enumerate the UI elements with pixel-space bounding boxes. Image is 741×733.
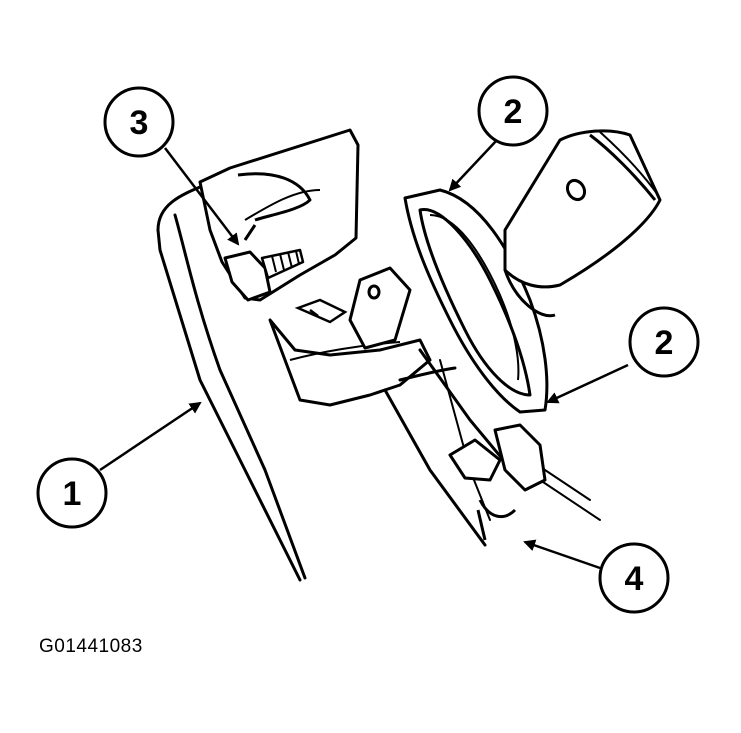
connector-tab xyxy=(294,298,348,324)
wiring-connector xyxy=(448,423,547,541)
svg-text:3: 3 xyxy=(130,104,149,142)
lower-housing xyxy=(268,266,432,407)
svg-text:4: 4 xyxy=(625,560,644,598)
ignition-key xyxy=(503,129,662,318)
figure-id: G01441083 xyxy=(39,636,143,657)
svg-text:2: 2 xyxy=(504,93,523,131)
leader-arrow-2b xyxy=(546,363,629,404)
callout-2-lower: 2 xyxy=(628,306,700,378)
callout-1: 1 xyxy=(36,457,108,529)
trim-panel xyxy=(156,183,307,582)
leader-arrow-3 xyxy=(164,147,240,246)
mounting-bracket xyxy=(198,128,360,302)
screw xyxy=(223,248,305,302)
svg-text:1: 1 xyxy=(63,475,82,513)
leader-arrow-2a xyxy=(448,139,498,192)
svg-text:2: 2 xyxy=(655,324,674,362)
leader-arrows xyxy=(99,139,629,570)
callout-2-upper: 2 xyxy=(477,75,549,147)
leader-arrow-1 xyxy=(99,401,202,472)
callout-3: 3 xyxy=(103,86,175,158)
callout-4: 4 xyxy=(598,542,670,614)
leader-arrow-4 xyxy=(523,539,601,570)
ignition-bezel xyxy=(403,188,549,414)
